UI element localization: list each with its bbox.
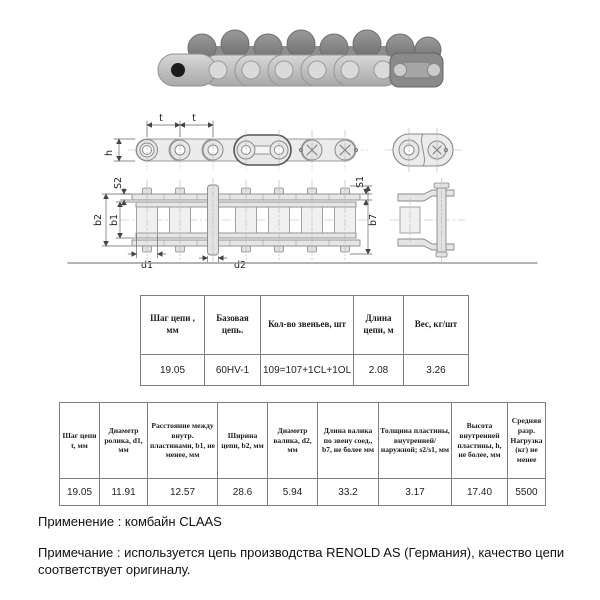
spec-value-links-count: 109=107+1CL+1OL [260,354,354,386]
dim-header-plate-thickness: Толщина пластины, внутренней/наружной; s… [378,402,452,479]
dim-label-d2: d2 [234,260,246,271]
dim-label-b2: b2 [93,214,104,226]
dim-label-d1: d1 [141,260,153,271]
dim-value-breaking-load: 5500 [507,478,546,506]
chain-front-plates [157,53,400,87]
side-view: t t h [104,113,369,171]
dim-label-b1: b1 [109,214,120,226]
dim-value-chain-width: 28.6 [217,478,268,506]
spec-table: Шаг цепи , мм Базовая цепь. Кол-во звень… [140,295,469,386]
spec-header-length: Длина цепи, м [353,295,404,355]
spec-value-length: 2.08 [353,354,404,386]
dim-header-plate-height: Высота внутренней пластины, h, не более,… [451,402,508,479]
chain-connecting-link [389,52,444,88]
dim-label-b7: b7 [368,214,379,226]
dim-label-h: h [104,150,115,156]
dim-value-plate-height: 17.40 [451,478,508,506]
dim-value-pin-length: 33.2 [317,478,379,506]
application-note: Применение : комбайн CLAAS [38,514,222,529]
dim-value-inner-width: 12.57 [147,478,218,506]
dim-label-s2: S2 [113,177,124,189]
offset-link-detail [389,177,466,263]
spec-table-value-row: 19.05 60HV-1 109=107+1CL+1OL 2.08 3.26 [140,354,469,386]
spec-table-header-row: Шаг цепи , мм Базовая цепь. Кол-во звень… [140,295,469,355]
dim-header-inner-width: Расстояние между внутр. пластинами, b1, … [147,402,218,479]
spec-header-links-count: Кол-во звеньев, шт [260,295,354,355]
spec-header-weight: Вес, кг/шт [403,295,469,355]
dim-value-pin-diameter: 5.94 [267,478,318,506]
dim-value-roller-diameter: 11.91 [99,478,148,506]
spec-header-pitch: Шаг цепи , мм [140,295,205,355]
dim-header-pin-length: Длина валика по звену соед., b7, не боле… [317,402,379,479]
dim-label-t2: t [192,113,196,124]
dimensions-table-header-row: Шаг цепи t, мм Диаметр ролика, d1, мм Ра… [59,402,546,479]
chain-end-hole [171,63,185,77]
connecting-link-detail [384,127,463,173]
chain-technical-drawing: t t h [67,113,538,271]
dim-header-chain-width: Ширина цепи, b2, мм [217,402,268,479]
spec-value-base-chain: 60HV-1 [204,354,261,386]
dim-header-pitch: Шаг цепи t, мм [59,402,100,479]
footer-notes: Применение : комбайн CLAAS Примечание : … [38,514,583,593]
roller-chain-photo [157,29,444,88]
plan-view: S2 b2 b1 d1 [93,176,379,271]
dim-header-pin-diameter: Диаметр валика, d2, мм [267,402,318,479]
dim-value-plate-thickness: 3.17 [378,478,452,506]
dim-label-t1: t [159,113,163,124]
dim-label-s1: S1 [355,176,366,188]
spec-header-base-chain: Базовая цепь. [204,295,261,355]
spec-value-weight: 3.26 [403,354,469,386]
dimensions-table: Шаг цепи t, мм Диаметр ролика, d1, мм Ра… [59,402,546,506]
remark-note: Примечание : используется цепь производс… [38,544,565,577]
dim-header-roller-diameter: Диаметр ролика, d1, мм [99,402,148,479]
dim-value-pitch: 19.05 [59,478,100,506]
dimensions-table-value-row: 19.05 11.91 12.57 28.6 5.94 33.2 3.17 17… [59,478,546,506]
dim-header-breaking-load: Средняя разр. Нагрузка (кг) не менее [507,402,546,479]
spec-value-pitch: 19.05 [140,354,205,386]
